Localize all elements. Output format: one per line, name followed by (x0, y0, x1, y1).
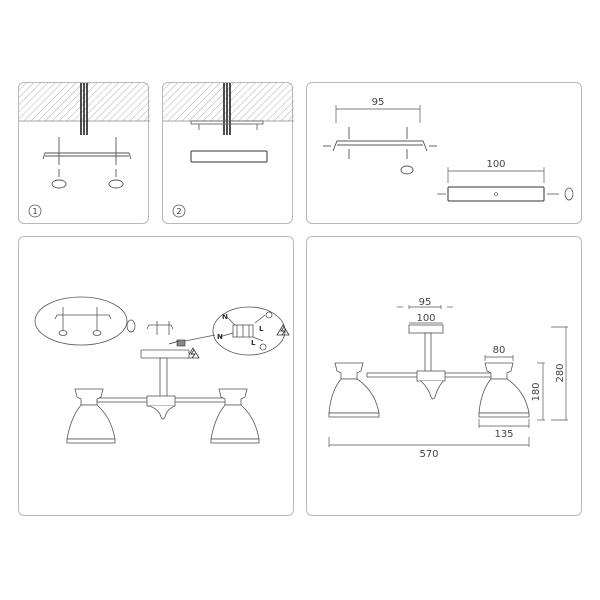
canopy-icon (190, 150, 268, 163)
canopy-width-label: 100 (416, 313, 435, 324)
power-cable-icon (223, 83, 231, 135)
chandelier-icon (328, 324, 530, 418)
live-label: L (251, 339, 256, 347)
live-label: L (259, 325, 264, 333)
canopy-width-label: 100 (486, 159, 505, 170)
installed-bracket-icon (190, 120, 264, 130)
shade-height-label: 180 (531, 382, 542, 401)
bracket-dimensions-illustration: 95 100 (323, 97, 574, 202)
step-number-badge (28, 204, 42, 218)
step-number-badge (172, 204, 186, 218)
wiring-zoom-callout (184, 306, 286, 356)
bracket-width-label: 95 (372, 97, 385, 108)
canopy-icon (447, 186, 545, 202)
chandelier-icon (66, 340, 260, 444)
wiring-illustration: N L N L (34, 296, 290, 444)
step-number: 1 (32, 207, 37, 216)
mounting-bracket-icon (42, 137, 132, 189)
neutral-label: N (222, 313, 228, 321)
mounting-bracket-icon (323, 127, 437, 175)
step-1-illustration: 1 (19, 83, 150, 218)
ceiling-hatch (163, 83, 294, 121)
wiring-panel: N L N L (18, 236, 294, 516)
shade-top-width-label: 80 (493, 345, 506, 356)
step-2-panel: 2 (162, 82, 294, 224)
bracket-width-label: 95 (419, 297, 432, 308)
total-width-label: 570 (419, 449, 438, 460)
high-voltage-warning-icon (186, 324, 290, 359)
total-height-label: 280 (555, 363, 566, 382)
bracket-dimensions-panel: 95 100 (306, 82, 582, 224)
step-1-panel: 1 (18, 82, 150, 224)
dimensions-illustration: 95 100 80 135 570 180 280 (328, 297, 568, 460)
power-cable-icon (80, 83, 88, 135)
step-2-illustration: 2 (163, 83, 294, 218)
connector-block-icon (176, 339, 186, 347)
step-number: 2 (176, 207, 181, 216)
bracket-zoom-callout (34, 296, 174, 346)
neutral-label: N (217, 333, 223, 341)
dimensions-panel: 95 100 80 135 570 180 280 (306, 236, 582, 516)
shade-bottom-width-label: 135 (494, 429, 513, 440)
canopy-screw-icon (437, 187, 574, 201)
